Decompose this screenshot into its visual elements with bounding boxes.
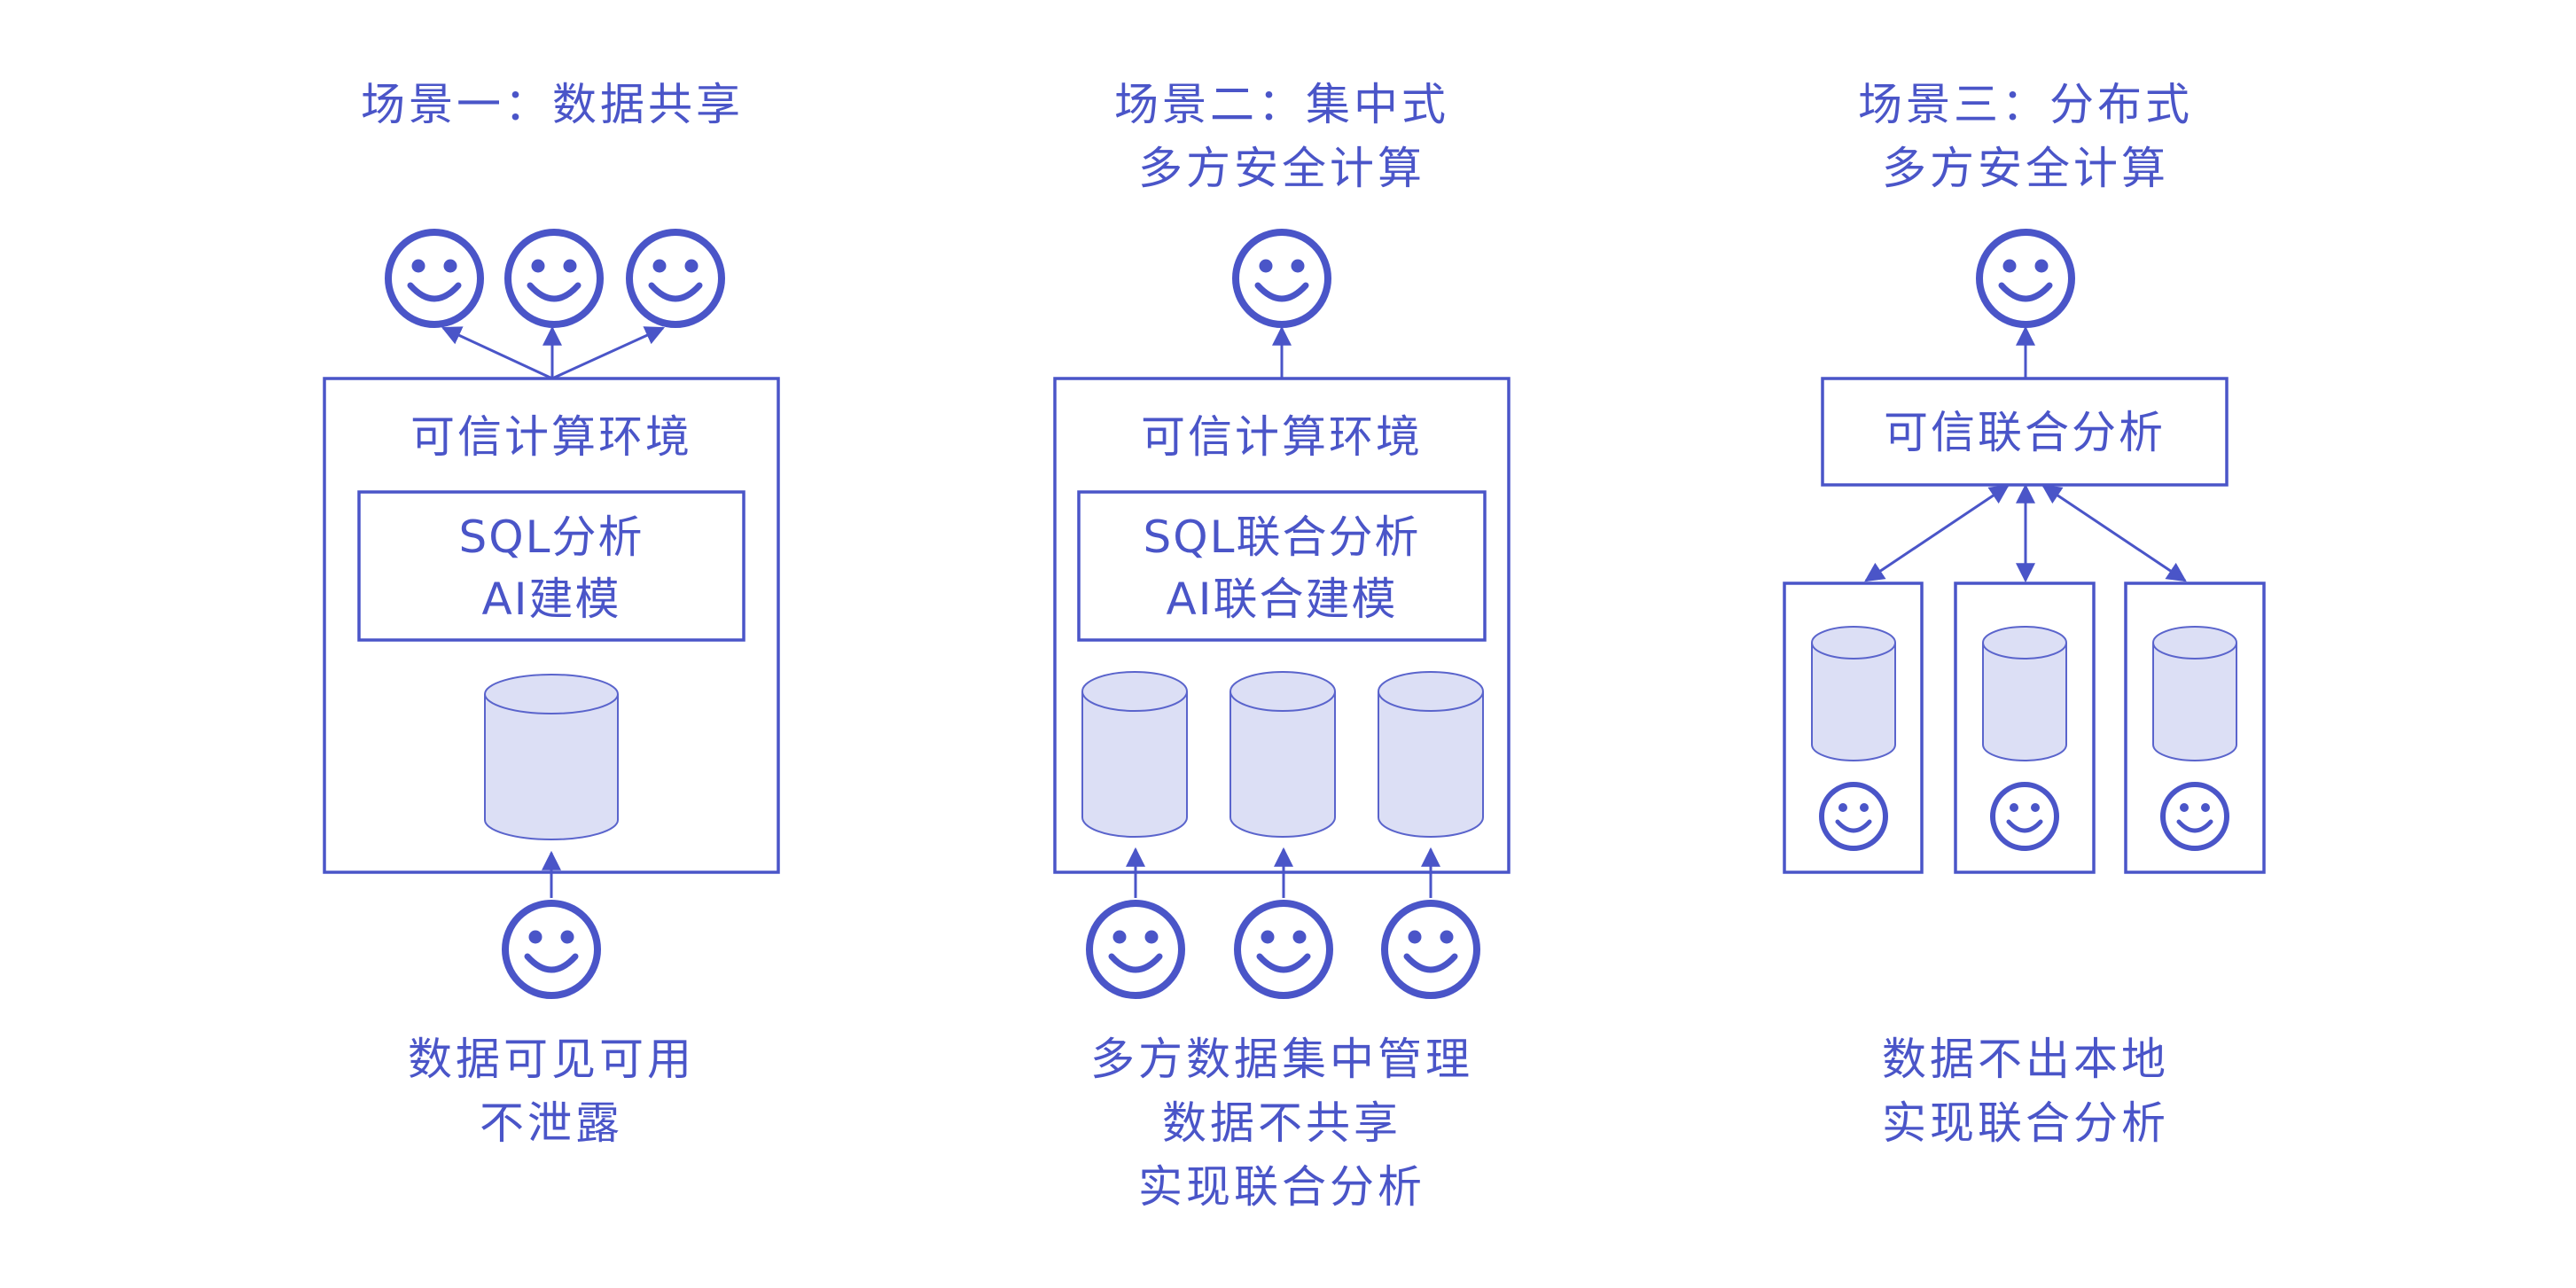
caption-line-1: 多方数据集中管理 (1090, 1034, 1473, 1085)
database-cylinder-icon (1811, 626, 1896, 761)
smiley-face-icon (2160, 782, 2229, 851)
smiley-face-icon (1819, 782, 1888, 851)
scene-3-title-line-2: 多方安全计算 (1882, 143, 2169, 194)
output-arrow (441, 326, 553, 380)
smiley-face-icon (1086, 900, 1185, 999)
smiley-face-icon (1232, 229, 1331, 328)
bidirectional-arrow (1864, 484, 2010, 582)
smiley-face-icon (502, 900, 601, 999)
caption-line-1: 数据不出本地 (1882, 1034, 2169, 1085)
smiley-face-icon (1381, 900, 1480, 999)
analysis-line-2: AI联合建模 (1167, 574, 1398, 625)
joint-analysis-box (1077, 490, 1487, 642)
box-title: 可信计算环境 (410, 411, 692, 463)
caption-line-3: 实现联合分析 (1138, 1161, 1425, 1213)
smiley-face-icon (504, 229, 604, 328)
smiley-face-icon (1976, 229, 2075, 328)
local-node-box (1783, 582, 1924, 874)
scene-1-data-sharing: 场景一：数据共享 可信计算环境 SQL分析 AI建模 (323, 79, 780, 1149)
scene-2-title-line-1: 场景二：集中式 (1114, 79, 1449, 130)
caption-line-1: 数据可见可用 (408, 1034, 695, 1085)
analysis-line-1: SQL分析 (459, 511, 644, 563)
bidirectional-arrow (2041, 484, 2187, 582)
scene-1-title: 场景一：数据共享 (361, 79, 744, 130)
box-title: 可信计算环境 (1141, 411, 1423, 463)
scene-2-centralized-mpc: 场景二：集中式 多方安全计算 可信计算环境 SQL联合分析 AI联合建模 (1053, 79, 1510, 1213)
database-cylinder-icon (1378, 671, 1484, 838)
local-node-box (2124, 582, 2266, 874)
scene-2-title-line-2: 多方安全计算 (1138, 143, 1425, 194)
smiley-face-icon (1234, 900, 1333, 999)
database-cylinder-icon (2152, 626, 2237, 761)
box-title: 可信联合分析 (1884, 407, 2166, 458)
analysis-line-1: SQL联合分析 (1144, 511, 1421, 563)
database-cylinder-icon (484, 674, 619, 840)
local-node-box (1954, 582, 2096, 874)
trusted-computing-environment-box (1053, 377, 1510, 874)
scene-3-distributed-mpc: 场景三：分布式 多方安全计算 可信联合分析 (1783, 79, 2266, 1149)
smiley-face-icon (626, 229, 725, 328)
output-arrow (551, 326, 666, 380)
smiley-face-icon (385, 229, 484, 328)
database-cylinder-icon (1982, 626, 2067, 761)
analysis-line-2: AI建模 (482, 574, 621, 625)
analysis-box (357, 490, 745, 642)
database-cylinder-icon (1229, 671, 1336, 838)
caption-line-2: 不泄露 (480, 1097, 623, 1149)
caption-line-2: 数据不共享 (1162, 1097, 1401, 1149)
scene-3-title-line-1: 场景三：分布式 (1858, 79, 2193, 130)
caption-line-2: 实现联合分析 (1882, 1097, 2169, 1149)
smiley-face-icon (1990, 782, 2059, 851)
database-cylinder-icon (1081, 671, 1188, 838)
